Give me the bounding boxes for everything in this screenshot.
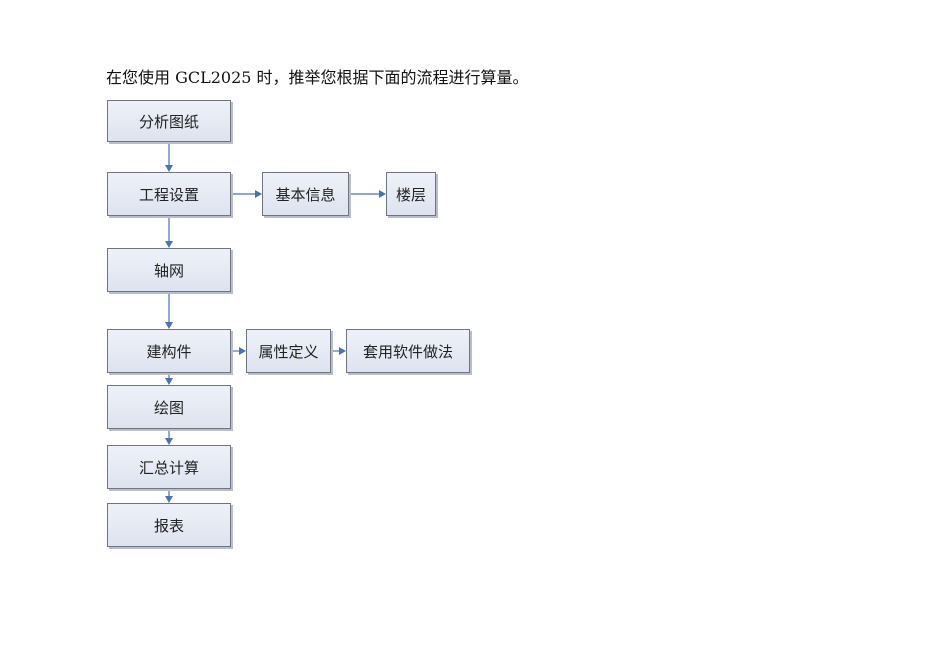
node-gongcheng-shezhi: 工程设置 (107, 172, 231, 216)
arrowhead-huitu-huizong (165, 438, 173, 445)
node-huitu: 绘图 (107, 385, 231, 429)
arrowhead-shuxing-taoyong (339, 347, 346, 355)
node-shuxing-dingyi: 属性定义 (246, 329, 331, 373)
arrowhead-zhouwang-jiangoujian (165, 322, 173, 329)
intro-text: 在您使用 GCL2025 时，推举您根据下面的流程进行算量。 (106, 68, 529, 87)
node-taoyong-ruanjian-zuofa: 套用软件做法 (346, 329, 470, 373)
node-baobiao: 报表 (107, 503, 231, 547)
arrowhead-jiangoujian-huitu (165, 378, 173, 385)
node-jiben-xinxi: 基本信息 (262, 172, 349, 216)
arrowhead-fenxi-gongcheng (165, 165, 173, 172)
arrowhead-huizong-baobiao (165, 496, 173, 503)
arrowhead-gongcheng-zhouwang (165, 241, 173, 248)
arrowhead-jiben-louceng (379, 190, 386, 198)
node-zhouwang: 轴网 (107, 248, 231, 292)
node-jian-goujian: 建构件 (107, 329, 231, 373)
node-fenxi-tuzhi: 分析图纸 (107, 100, 231, 142)
node-huizong-jisuan: 汇总计算 (107, 445, 231, 489)
node-louceng: 楼层 (386, 172, 436, 216)
arrowhead-jiangoujian-shuxing (239, 347, 246, 355)
arrowhead-gongcheng-jiben (255, 190, 262, 198)
